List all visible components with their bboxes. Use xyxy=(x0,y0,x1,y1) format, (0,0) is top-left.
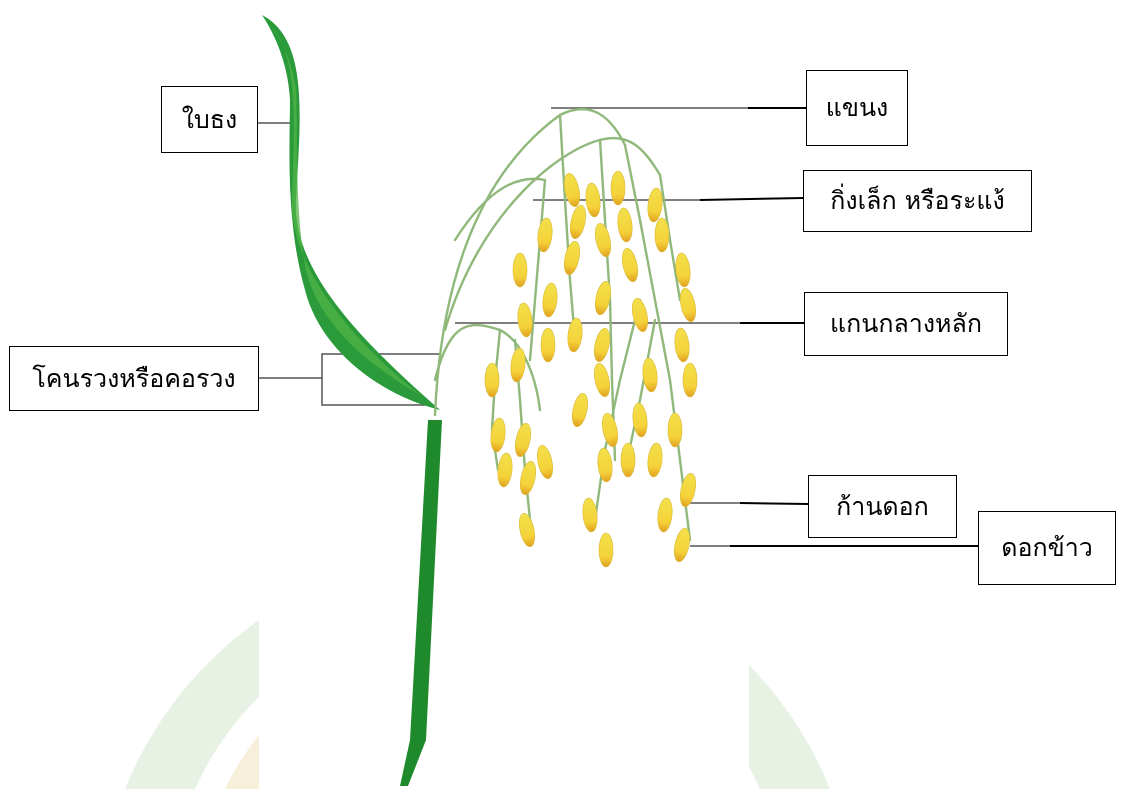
grain xyxy=(562,240,583,276)
grain xyxy=(646,187,663,222)
flag-leaf xyxy=(262,15,440,410)
grain xyxy=(668,413,682,447)
grain xyxy=(513,422,534,458)
pedicel-line-dark xyxy=(740,503,808,504)
label-primary-branch: แขนง xyxy=(806,70,908,146)
grain xyxy=(616,207,633,242)
grain xyxy=(611,171,625,205)
grain xyxy=(568,204,589,240)
grain xyxy=(509,347,526,382)
label-pedicel: ก้านดอก xyxy=(808,475,957,538)
label-main-axis-text: แกนกลางหลัก xyxy=(830,304,982,344)
grain xyxy=(541,328,555,362)
grain xyxy=(673,327,690,362)
label-flag-leaf: ใบธง xyxy=(161,86,258,153)
grain xyxy=(570,392,591,428)
grain xyxy=(516,302,533,337)
label-spikelet: ดอกข้าว xyxy=(978,511,1116,585)
grain xyxy=(584,182,601,217)
label-secondary-branch-text: กิ่งเล็ก หรือระแง้ xyxy=(830,181,1004,221)
grain xyxy=(485,363,499,397)
watermark-seal xyxy=(125,455,830,789)
grain xyxy=(513,253,527,287)
secondary-line-dark xyxy=(700,198,803,200)
label-panicle-neck: โคนรวงหรือคอรวง xyxy=(9,346,259,411)
label-pedicel-text: ก้านดอก xyxy=(836,487,929,527)
grain xyxy=(641,357,658,392)
grain xyxy=(593,222,614,258)
grain xyxy=(592,327,613,363)
grain xyxy=(600,412,621,448)
grain xyxy=(620,247,641,283)
label-spikelet-text: ดอกข้าว xyxy=(1001,528,1093,568)
grain xyxy=(678,287,699,323)
grain xyxy=(541,282,558,317)
label-primary-branch-text: แขนง xyxy=(826,88,889,128)
grain xyxy=(683,363,697,397)
label-main-axis: แกนกลางหลัก xyxy=(804,292,1008,356)
grain xyxy=(592,362,613,398)
grain xyxy=(536,217,553,252)
label-flag-leaf-text: ใบธง xyxy=(182,100,238,140)
grain xyxy=(599,533,613,567)
label-secondary-branch: กิ่งเล็ก หรือระแง้ xyxy=(803,170,1032,232)
grain xyxy=(655,218,669,252)
grain xyxy=(621,443,635,477)
label-panicle-neck-text: โคนรวงหรือคอรวง xyxy=(32,359,235,399)
